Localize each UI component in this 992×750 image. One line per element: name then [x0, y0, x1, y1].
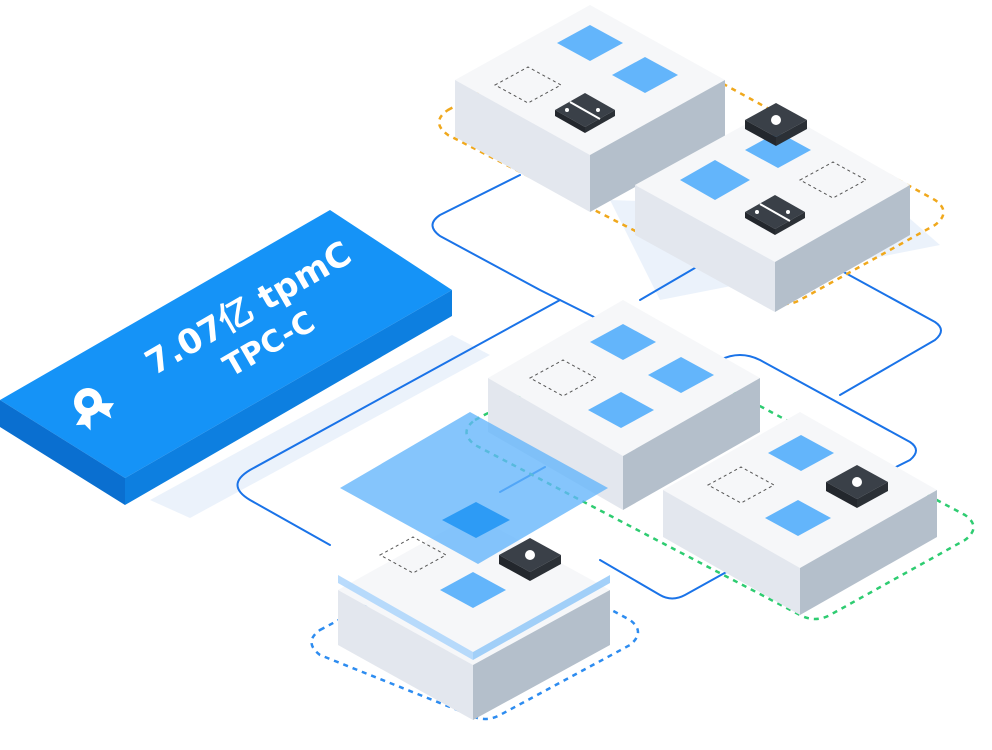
- tile: [768, 435, 834, 471]
- tile: [442, 502, 510, 538]
- group-outline-orange: [437, 24, 945, 306]
- tile: [588, 392, 654, 428]
- tile: [765, 500, 831, 536]
- tile: [440, 572, 506, 608]
- tile: [612, 57, 678, 93]
- award-ribbon-icon: [74, 388, 115, 431]
- banner-top: [0, 210, 452, 478]
- migration-plane: [338, 412, 610, 660]
- banner-side: [125, 290, 452, 505]
- chip-icon: [745, 103, 807, 146]
- tile: [648, 357, 714, 393]
- server-icon: [745, 195, 805, 235]
- tile: [557, 25, 623, 61]
- node-block-top-right: [635, 103, 910, 312]
- tile: [590, 324, 656, 360]
- tile: [680, 160, 750, 200]
- tile: [745, 132, 811, 168]
- node-block-top-left: [455, 5, 725, 212]
- node-block-bottom: [338, 515, 610, 720]
- empty-slot: [528, 359, 598, 397]
- node-block-right: [663, 412, 937, 615]
- node-block-middle: [488, 300, 760, 510]
- empty-slot: [378, 536, 448, 574]
- banner-front: [0, 400, 125, 505]
- empty-slot: [706, 466, 776, 504]
- chip-icon: [826, 465, 888, 508]
- empty-slot: [493, 66, 563, 104]
- chip-icon: [499, 538, 561, 581]
- empty-slot: [798, 161, 868, 199]
- server-icon: [555, 93, 615, 133]
